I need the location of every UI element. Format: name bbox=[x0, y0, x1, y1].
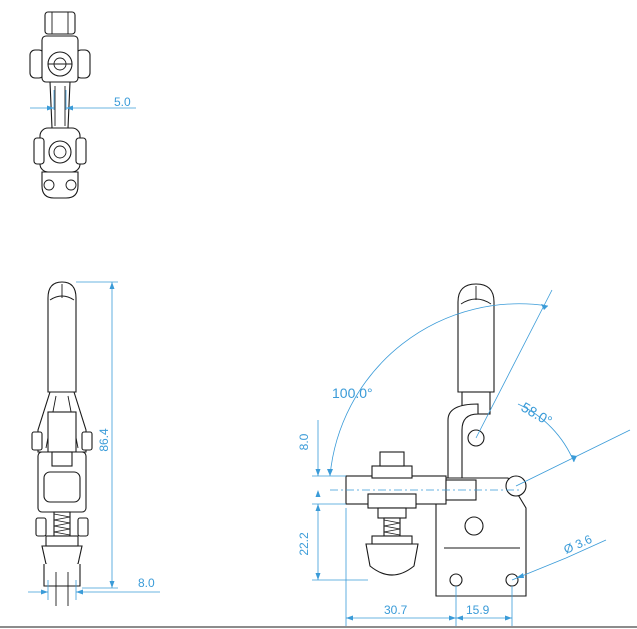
top-view bbox=[29, 11, 136, 199]
open-angle-dimension: 100.0° bbox=[332, 385, 373, 401]
spindle-height-dimension: 22.2 bbox=[297, 532, 311, 556]
arm-angle-dimension: 58.0° bbox=[519, 399, 555, 429]
reach-dimension: 30.7 bbox=[384, 603, 408, 617]
front-view bbox=[312, 283, 631, 626]
stroke-dimension: 8.0 bbox=[297, 433, 311, 450]
side-base-dimension: 8.0 bbox=[138, 576, 155, 590]
side-height-dimension: 86.4 bbox=[97, 428, 111, 452]
side-view bbox=[28, 281, 160, 606]
top-width-dimension: 5.0 bbox=[114, 95, 131, 109]
hole-spacing-dimension: 15.9 bbox=[466, 603, 490, 617]
